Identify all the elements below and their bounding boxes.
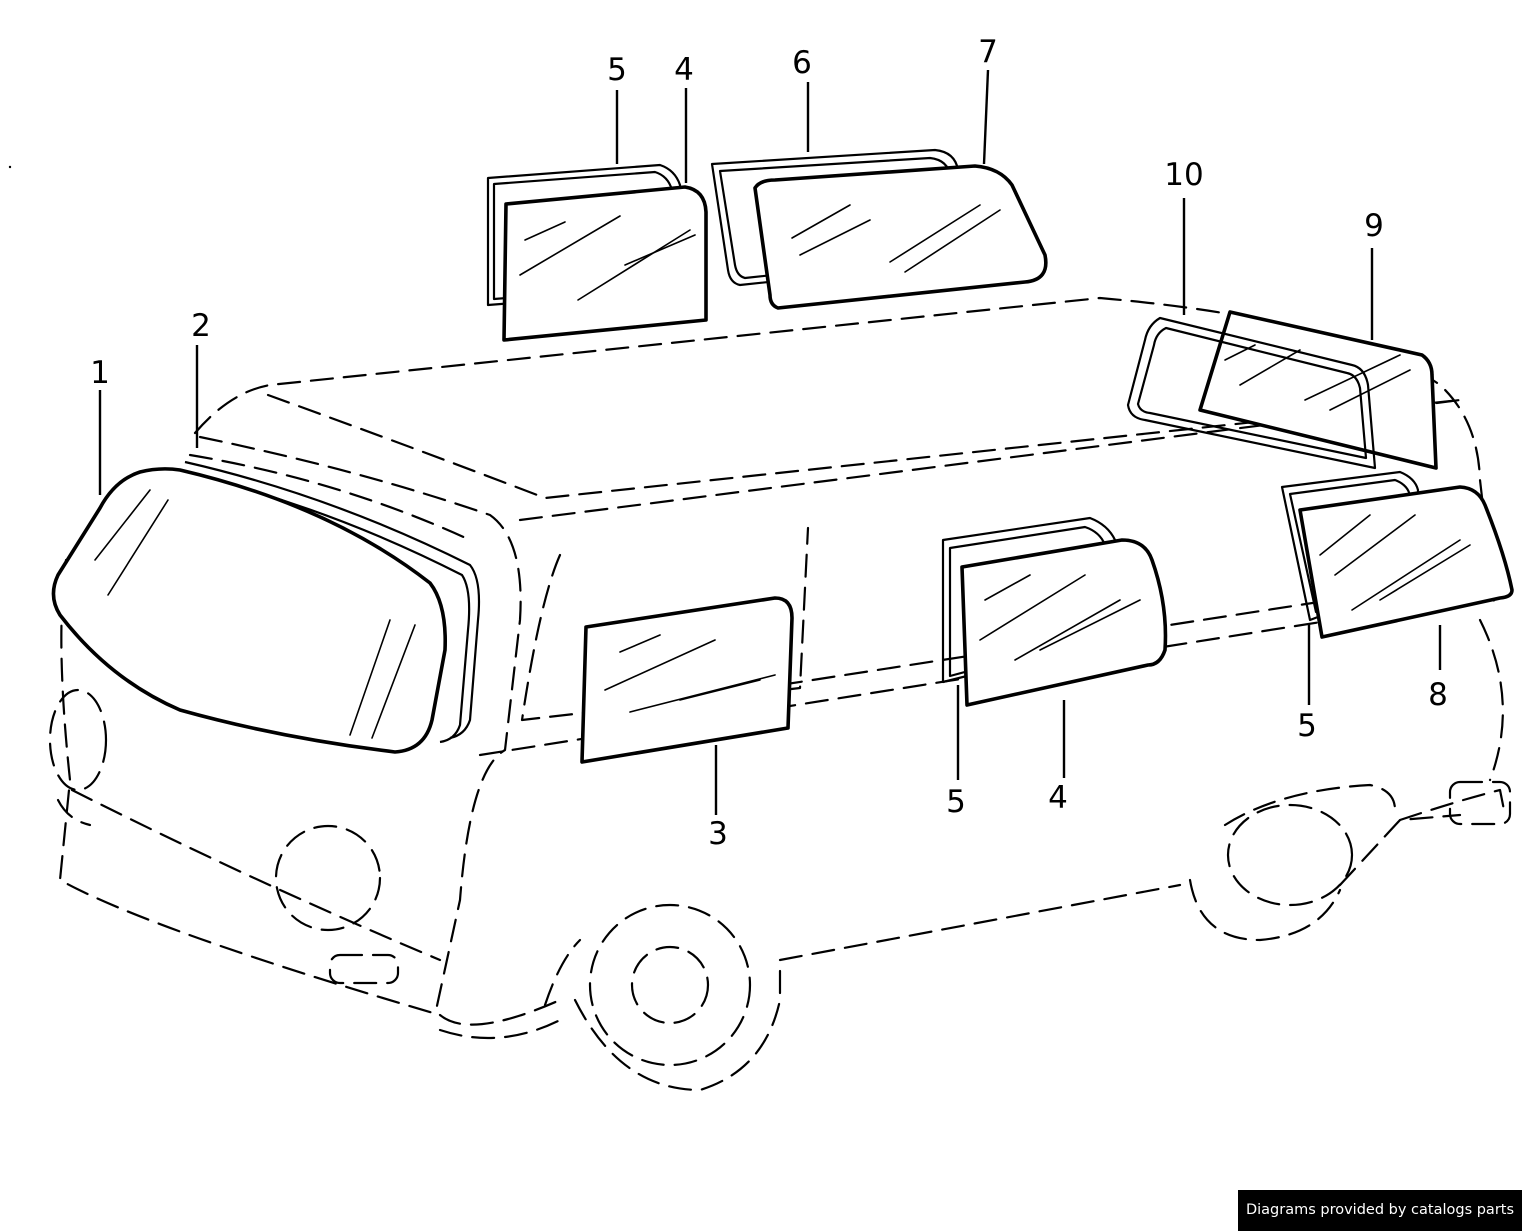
callout-3: 3 bbox=[708, 816, 728, 852]
callout-10: 10 bbox=[1164, 157, 1203, 193]
callout-9: 9 bbox=[1364, 208, 1384, 244]
cab-door-window bbox=[580, 596, 794, 764]
scan-speck bbox=[8, 165, 12, 169]
leader-lines bbox=[98, 69, 1442, 815]
mid-window bbox=[753, 164, 1048, 310]
callout-5-rear: 5 bbox=[1297, 708, 1317, 744]
windshield-glass bbox=[51, 467, 448, 754]
callout-labels: 1 2 3 4 5 6 7 4 5 5 8 9 10 bbox=[90, 34, 1448, 852]
side-window-lower bbox=[960, 538, 1168, 707]
callout-6: 6 bbox=[792, 45, 812, 81]
callout-7: 7 bbox=[978, 34, 998, 70]
side-window-upper bbox=[502, 185, 708, 342]
callout-1: 1 bbox=[90, 355, 110, 391]
rear-window-seal bbox=[1126, 316, 1377, 470]
callout-4-lower: 4 bbox=[1048, 780, 1068, 816]
callout-2: 2 bbox=[191, 308, 211, 344]
callout-4-upper: 4 bbox=[674, 52, 694, 88]
credit-banner: Diagrams provided by catalogs parts bbox=[1238, 1190, 1522, 1231]
callout-5-lower: 5 bbox=[946, 784, 966, 820]
callout-8: 8 bbox=[1428, 677, 1448, 713]
callout-5-upper: 5 bbox=[607, 52, 627, 88]
rear-quarter-window bbox=[1298, 485, 1514, 639]
